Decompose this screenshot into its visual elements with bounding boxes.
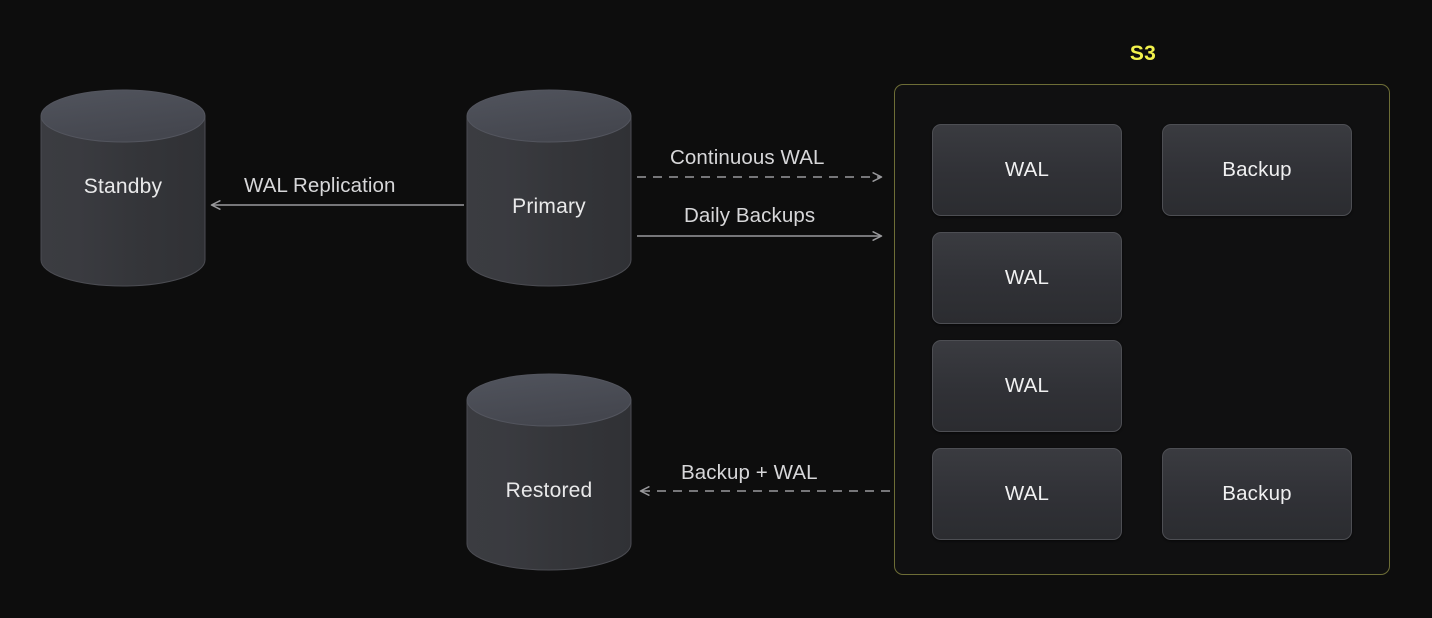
node-restored[interactable]: Restored <box>466 373 632 571</box>
s3-object-label: WAL <box>1004 158 1050 181</box>
edge-label-continuous-wal: Continuous WAL <box>670 146 825 169</box>
s3-title: S3 <box>1129 42 1157 65</box>
s3-object-wal-1[interactable]: WAL <box>932 124 1122 216</box>
s3-object-label: WAL <box>1004 482 1050 505</box>
s3-object-label: WAL <box>1004 266 1050 289</box>
s3-object-backup-1[interactable]: Backup <box>1162 124 1352 216</box>
s3-object-label: WAL <box>1004 374 1050 397</box>
edge-label-backup-plus-wal: Backup + WAL <box>681 461 818 484</box>
node-standby[interactable]: Standby <box>40 89 206 287</box>
s3-object-label: Backup <box>1222 482 1292 505</box>
cylinder-shape <box>466 89 632 287</box>
cylinder-shape <box>40 89 206 287</box>
s3-object-label: Backup <box>1222 158 1292 181</box>
s3-object-wal-3[interactable]: WAL <box>932 340 1122 432</box>
node-primary[interactable]: Primary <box>466 89 632 287</box>
s3-object-wal-2[interactable]: WAL <box>932 232 1122 324</box>
s3-object-backup-2[interactable]: Backup <box>1162 448 1352 540</box>
s3-object-wal-4[interactable]: WAL <box>932 448 1122 540</box>
edge-label-daily-backups: Daily Backups <box>684 204 816 227</box>
edge-label-wal-replication: WAL Replication <box>244 174 396 197</box>
cylinder-shape <box>466 373 632 571</box>
